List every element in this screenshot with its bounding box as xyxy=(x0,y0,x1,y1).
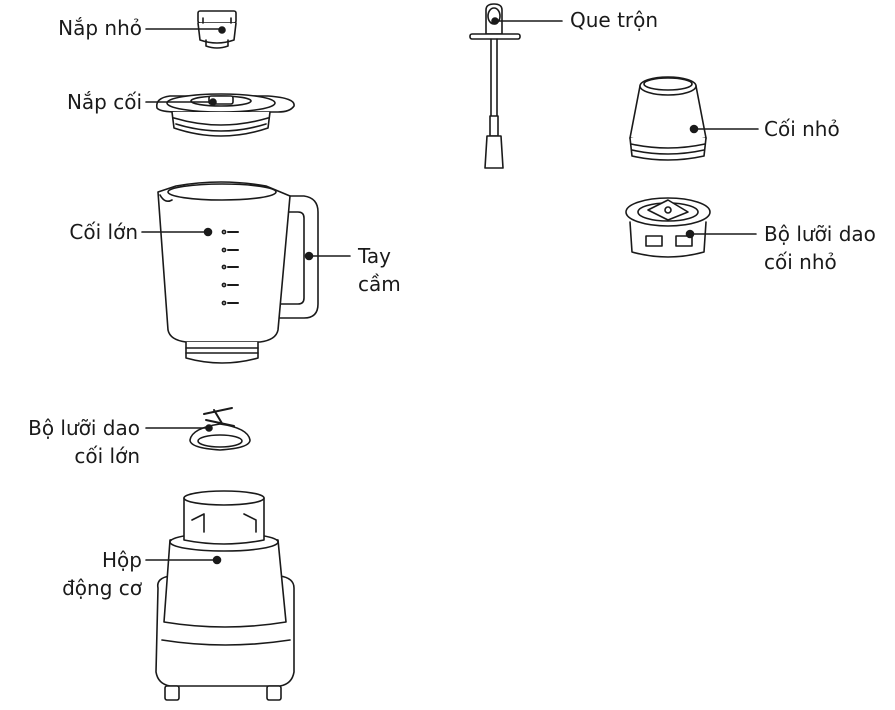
label-large-jar: Cối lớn xyxy=(30,218,138,246)
label-mixing-rod: Que trộn xyxy=(570,6,658,34)
small-blade-illustration xyxy=(625,197,711,258)
large-jar-illustration xyxy=(157,181,319,364)
label-large-blade: Bộ lưỡi dao cối lớn xyxy=(0,414,140,470)
label-small-blade-line1: Bộ lưỡi dao xyxy=(764,222,876,246)
label-motor-base: Hộp động cơ xyxy=(20,546,142,602)
motor-base-illustration xyxy=(155,490,295,701)
jar-lid-illustration xyxy=(155,93,295,137)
label-handle-line1: Tay xyxy=(358,244,391,268)
small-lid-illustration xyxy=(197,10,237,49)
label-handle: Tay cầm xyxy=(358,242,401,298)
label-large-jar-text: Cối lớn xyxy=(69,220,138,244)
label-jar-lid-text: Nắp cối xyxy=(66,90,142,114)
label-small-lid: Nắp nhỏ xyxy=(30,14,142,42)
label-large-blade-line1: Bộ lưỡi dao xyxy=(28,416,140,440)
label-motor-base-line1: Hộp xyxy=(102,548,142,572)
label-small-jar: Cối nhỏ xyxy=(764,115,840,143)
large-blade-illustration xyxy=(189,407,251,451)
label-mixing-rod-text: Que trộn xyxy=(570,8,659,32)
label-small-blade-line2: cối nhỏ xyxy=(764,250,837,274)
label-jar-lid: Nắp cối xyxy=(30,88,142,116)
label-small-lid-text: Nắp nhỏ xyxy=(58,16,142,40)
label-small-jar-text: Cối nhỏ xyxy=(764,117,840,141)
label-large-blade-line2: cối lớn xyxy=(74,444,140,468)
small-jar-illustration xyxy=(629,76,707,161)
mixing-rod-illustration xyxy=(469,3,521,169)
label-handle-line2: cầm xyxy=(358,272,401,296)
label-small-blade: Bộ lưỡi dao cối nhỏ xyxy=(764,220,876,276)
label-motor-base-line2: động cơ xyxy=(62,576,142,600)
